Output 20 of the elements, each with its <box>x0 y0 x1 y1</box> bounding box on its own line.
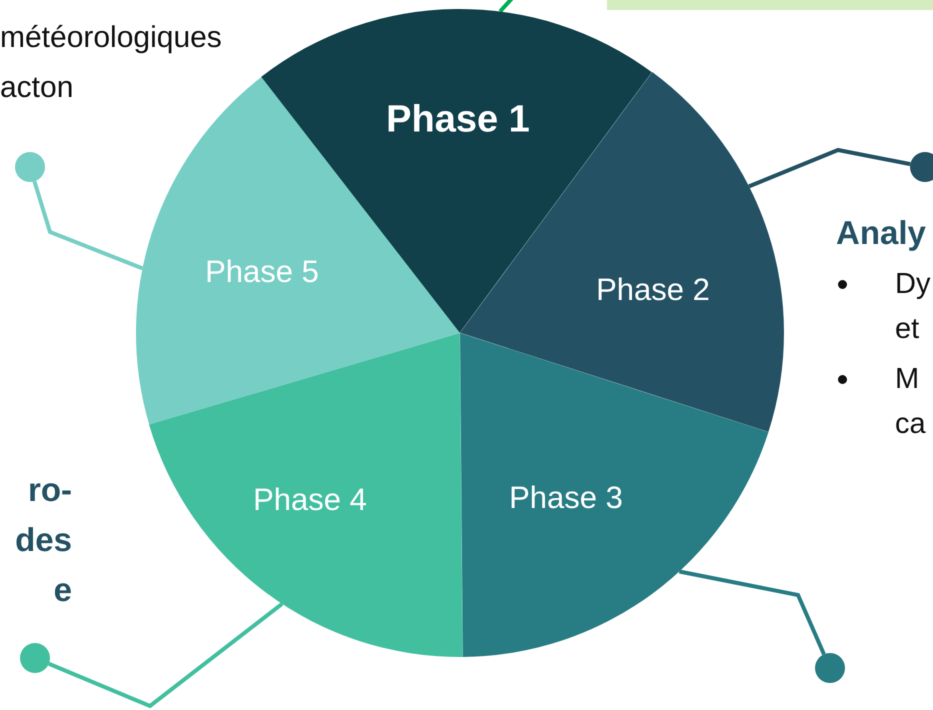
segment-label: Phase 3 <box>509 480 623 516</box>
leader-line <box>678 570 826 656</box>
connector-dot <box>815 653 845 683</box>
segment-label: Phase 4 <box>253 482 367 518</box>
pie-segment <box>460 333 768 657</box>
connector-dot <box>910 152 933 182</box>
pie-segment <box>149 333 463 657</box>
segment-label: Phase 2 <box>596 272 710 308</box>
connector-dot <box>15 152 45 182</box>
leader-line <box>748 148 911 188</box>
leader-line <box>32 180 144 270</box>
section-heading: ro- des e <box>14 470 72 610</box>
section-heading: Analy <box>836 213 927 253</box>
bullet-text: M ca <box>895 362 927 442</box>
bullet-text: Dy et <box>895 267 932 347</box>
leader-line <box>48 602 284 708</box>
segment-label: Phase 1 <box>386 98 530 142</box>
connector-dot <box>20 643 50 673</box>
segment-label: Phase 5 <box>205 254 319 290</box>
description-text: météorologiques acton <box>0 20 223 106</box>
